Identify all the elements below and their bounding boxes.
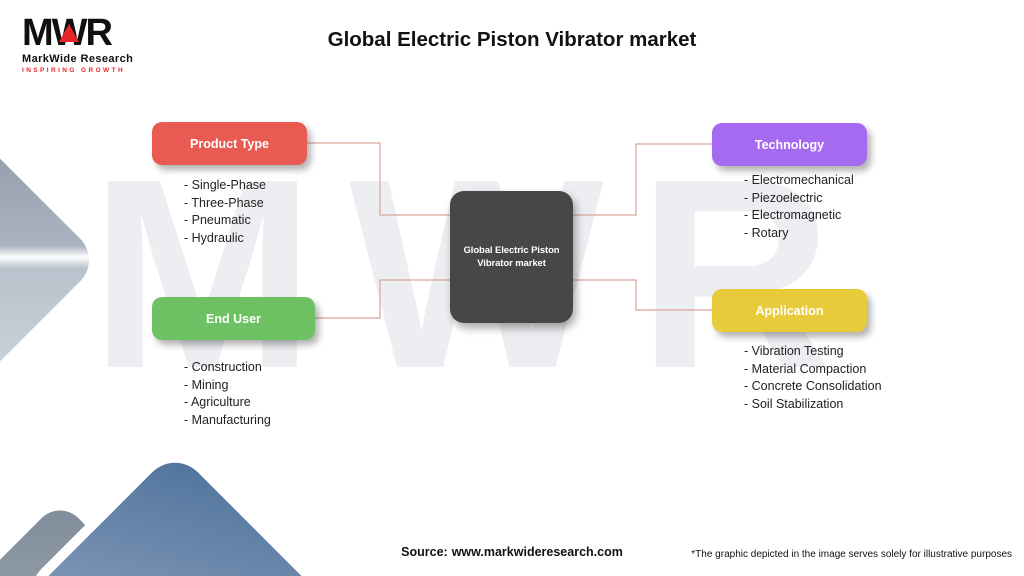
category-list-product-type: - Single-Phase - Three-Phase - Pneumatic - … xyxy=(152,177,307,247)
category-box-application: Application xyxy=(712,289,867,332)
source-line: Source:www.markwideresearch.com xyxy=(0,545,1024,559)
list-item: - Pneumatic xyxy=(184,213,251,227)
list-item: - Soil Stabilization xyxy=(744,396,844,411)
logo-letters: MWR xyxy=(22,14,133,52)
category-label-end-user: End User xyxy=(206,311,261,326)
logo-triangle-icon xyxy=(59,24,79,42)
list-item: - Concrete Consolidation xyxy=(744,379,882,393)
source-url: www.markwideresearch.com xyxy=(451,545,623,559)
category-box-product-type: Product Type xyxy=(152,122,307,165)
list-item: - Manufacturing xyxy=(184,412,271,427)
center-node-line1: Global Electric Piston xyxy=(463,245,560,256)
center-node: Global Electric Piston Vibrator market xyxy=(450,191,573,323)
category-application: Application - Vibration Testing - Materia… xyxy=(712,289,882,413)
list-item: - Rotary xyxy=(744,225,789,240)
category-technology: Technology - Electromechanical - Piezoele… xyxy=(712,123,867,242)
list-item: - Vibration Testing xyxy=(744,344,844,358)
category-list-end-user: - Construction - Mining - Agriculture - Man… xyxy=(152,359,315,429)
category-label-technology: Technology xyxy=(754,137,825,152)
category-list-technology: - Electromechanical - Piezoelectric - Elec… xyxy=(712,172,867,242)
decorative-diamond-left xyxy=(0,118,102,402)
category-end-user: End User - Construction - Mining - Agricul… xyxy=(152,297,315,429)
list-item: - Electromagnetic xyxy=(744,208,842,222)
logo: MWR MarkWide Research Inspiring Growth xyxy=(22,14,133,74)
logo-tagline: Inspiring Growth xyxy=(22,67,126,74)
list-item: - Three-Phase xyxy=(184,195,264,210)
list-item: - Material Compaction xyxy=(744,361,867,376)
list-item: - Hydraulic xyxy=(184,230,244,245)
center-node-line2: Vibrator market xyxy=(477,258,546,269)
category-list-application: - Vibration Testing - Material Compaction… xyxy=(712,343,882,413)
category-box-end-user: End User xyxy=(152,297,315,340)
category-product-type: Product Type - Single-Phase - Three-Phase… xyxy=(152,122,307,247)
logo-company-name: MarkWide Research xyxy=(22,53,134,65)
list-item: - Single-Phase xyxy=(184,178,266,192)
category-label-application: Application xyxy=(755,303,824,318)
category-label-product-type: Product Type xyxy=(190,136,269,151)
page-title: Global Electric Piston Vibrator market xyxy=(327,28,697,51)
list-item: - Construction xyxy=(184,360,262,374)
list-item: - Electromechanical xyxy=(744,173,854,187)
category-box-technology: Technology xyxy=(712,123,867,166)
source-label: Source: xyxy=(401,545,448,559)
list-item: - Agriculture xyxy=(184,395,251,409)
list-item: - Mining xyxy=(184,377,229,392)
disclaimer-text: *The graphic depicted in the image serve… xyxy=(691,549,1012,560)
list-item: - Piezoelectric xyxy=(744,190,823,205)
